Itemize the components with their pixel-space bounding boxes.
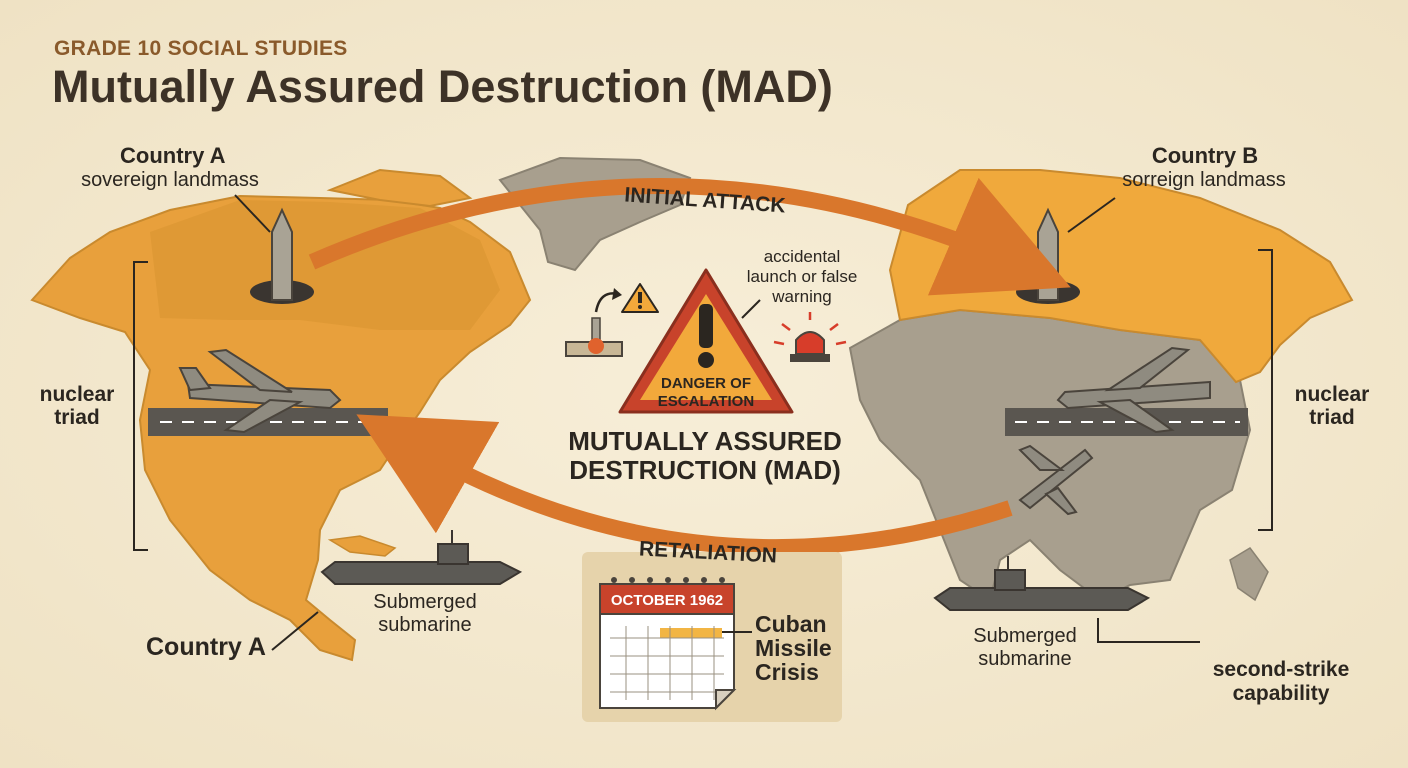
accident-line2: launch or false	[746, 267, 858, 286]
cuba-island	[327, 535, 397, 557]
country-a-landmass-label: sovereign landmass	[81, 169, 259, 191]
country-b-triad-line1: nuclear	[1294, 383, 1370, 406]
danger-line2: ESCALATION	[658, 393, 754, 410]
danger-line1: DANGER OF	[661, 375, 751, 392]
asia-grey-landmass	[848, 308, 1252, 602]
country-a-sub-line1: Submerged	[373, 591, 477, 613]
mad-label-line1: MUTUALLY ASSURED	[568, 426, 842, 456]
country-b-name: Country B	[1151, 143, 1259, 168]
accident-line3: warning	[772, 287, 832, 306]
crisis-line3: Crisis	[755, 659, 819, 685]
submarine-a-icon	[320, 530, 523, 585]
page-title: Mutually Assured Destruction (MAD)	[52, 61, 833, 112]
country-b-triad-line2: triad	[1309, 406, 1355, 429]
leader-country-a	[234, 194, 271, 233]
country-a-triad-line2: triad	[54, 406, 100, 429]
initial-attack-arrow	[308, 177, 1071, 296]
mad-label-line2: DESTRUCTION (MAD)	[569, 455, 841, 485]
second-strike-line2: capability	[1232, 682, 1330, 705]
page-subtitle: GRADE 10 SOCIAL STUDIES	[54, 37, 348, 60]
crisis-line1: Cuban	[755, 611, 827, 637]
runway-b	[1005, 408, 1248, 436]
country-b-sub-line1: Submerged	[973, 625, 1077, 647]
bomber-small-icon	[1018, 444, 1094, 516]
crisis-line2: Missile	[755, 635, 832, 661]
bracket-right	[1258, 249, 1273, 531]
country-a-triad-line1: nuclear	[39, 383, 115, 406]
leader-accident	[741, 299, 761, 319]
submarine-b-icon	[933, 556, 1151, 611]
second-strike-connector	[1097, 618, 1200, 643]
country-a-sub-line2: submarine	[378, 614, 472, 636]
second-strike-line1: second-strike	[1212, 658, 1350, 681]
accident-line1: accidental	[763, 247, 841, 266]
country-b-landmass-label: sorreign landmass	[1122, 169, 1286, 191]
danger-triangle	[618, 268, 794, 414]
leader-country-b	[1067, 197, 1116, 233]
retaliation-arrow	[356, 414, 1013, 556]
greenland-landmass	[498, 156, 692, 272]
leader-country-a-bottom	[271, 611, 319, 651]
southeast-islands	[1229, 547, 1269, 602]
missile-silo-a	[250, 207, 314, 304]
country-b-sub-line2: submarine	[978, 648, 1072, 670]
bracket-left	[133, 261, 148, 551]
bomber-b-icon	[1056, 346, 1211, 434]
country-a-name: Country A	[120, 143, 226, 168]
calendar-icon	[599, 577, 737, 711]
bomber-a-icon	[178, 348, 342, 434]
launch-warning-icon	[565, 283, 659, 357]
calendar-month: OCTOBER 1962	[611, 592, 723, 609]
arctic-islands	[326, 168, 473, 208]
siren-icon	[773, 312, 847, 362]
runway-a	[148, 408, 388, 436]
country-a-bottom-label: Country A	[146, 633, 266, 661]
